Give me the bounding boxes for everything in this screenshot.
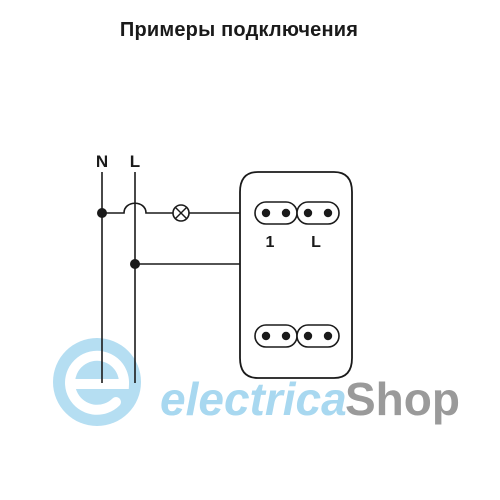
watermark-text-electrica: electrica <box>160 373 347 425</box>
terminal-bottom-right <box>296 324 340 348</box>
watermark-logo-icon <box>53 338 141 426</box>
label-line: L <box>130 152 140 171</box>
device-housing <box>239 171 353 379</box>
line-junction-dot <box>130 259 140 269</box>
watermark: electrica Shop <box>53 338 460 426</box>
terminal-l <box>296 201 340 225</box>
lamp-icon <box>172 204 190 222</box>
page-title: Примеры подключения <box>119 19 359 41</box>
terminal-1-label: 1 <box>266 234 275 251</box>
terminal-bottom-left <box>254 324 298 348</box>
neutral-junction-dot <box>97 208 107 218</box>
terminal-l-label: L <box>311 234 321 251</box>
label-neutral: N <box>96 152 108 171</box>
terminal-1 <box>254 201 298 225</box>
watermark-text-shop: Shop <box>345 373 460 425</box>
neutral-to-lamp-wire <box>102 202 173 214</box>
